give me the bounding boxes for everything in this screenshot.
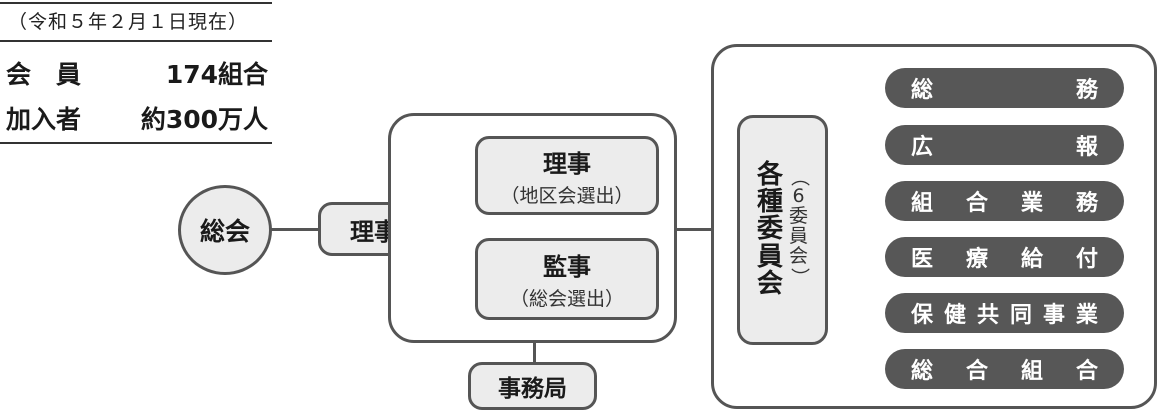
auditors-node: 監事 （総会選出） (475, 238, 659, 320)
auditors-title: 監事 (543, 253, 591, 281)
directors-title: 理事 (543, 149, 591, 178)
subscribers-value: 約300万人 (140, 105, 268, 134)
committee-general-affairs: 総務 (885, 68, 1124, 108)
subscribers-row: 加入者 約300万人 (6, 100, 268, 134)
committees-node: 各 種 委 員 会 （ 6 委 員 会 ） (737, 115, 828, 345)
secretariat-node: 事務局 (468, 362, 597, 410)
committees-title: 各 種 委 員 会 (756, 159, 783, 299)
connector-meeting-board (270, 228, 320, 231)
members-row: 会 員 174組合 (6, 55, 268, 89)
as-of-date: （令和５年２月１日現在） (8, 11, 249, 33)
general-meeting-node: 総会 (178, 185, 272, 275)
members-value: 174組合 (165, 60, 268, 89)
committee-union-operations: 組合業務 (885, 181, 1124, 221)
directors-note: （地区会選出） (500, 184, 634, 207)
committee-composite-unions: 総合組合 (885, 349, 1124, 389)
top-rule (0, 2, 272, 4)
subscribers-label: 加入者 (6, 105, 82, 134)
connector-frame-committees (675, 228, 713, 231)
secretariat-label: 事務局 (498, 376, 567, 402)
connector-frame-secretariat (533, 340, 536, 364)
general-meeting-label: 総会 (199, 217, 250, 246)
auditors-note: （総会選出） (509, 288, 624, 310)
committee-joint-health-programs: 保健共同事業 (885, 293, 1124, 333)
committee-public-relations: 広報 (885, 125, 1124, 165)
mid-rule (0, 40, 272, 42)
committees-note: （ 6 委 員 会 ） (788, 167, 811, 287)
committee-medical-benefits: 医療給付 (885, 237, 1124, 277)
members-label: 会 員 (6, 60, 82, 89)
directors-node: 理事 （地区会選出） (475, 136, 659, 215)
bottom-rule (0, 142, 272, 144)
